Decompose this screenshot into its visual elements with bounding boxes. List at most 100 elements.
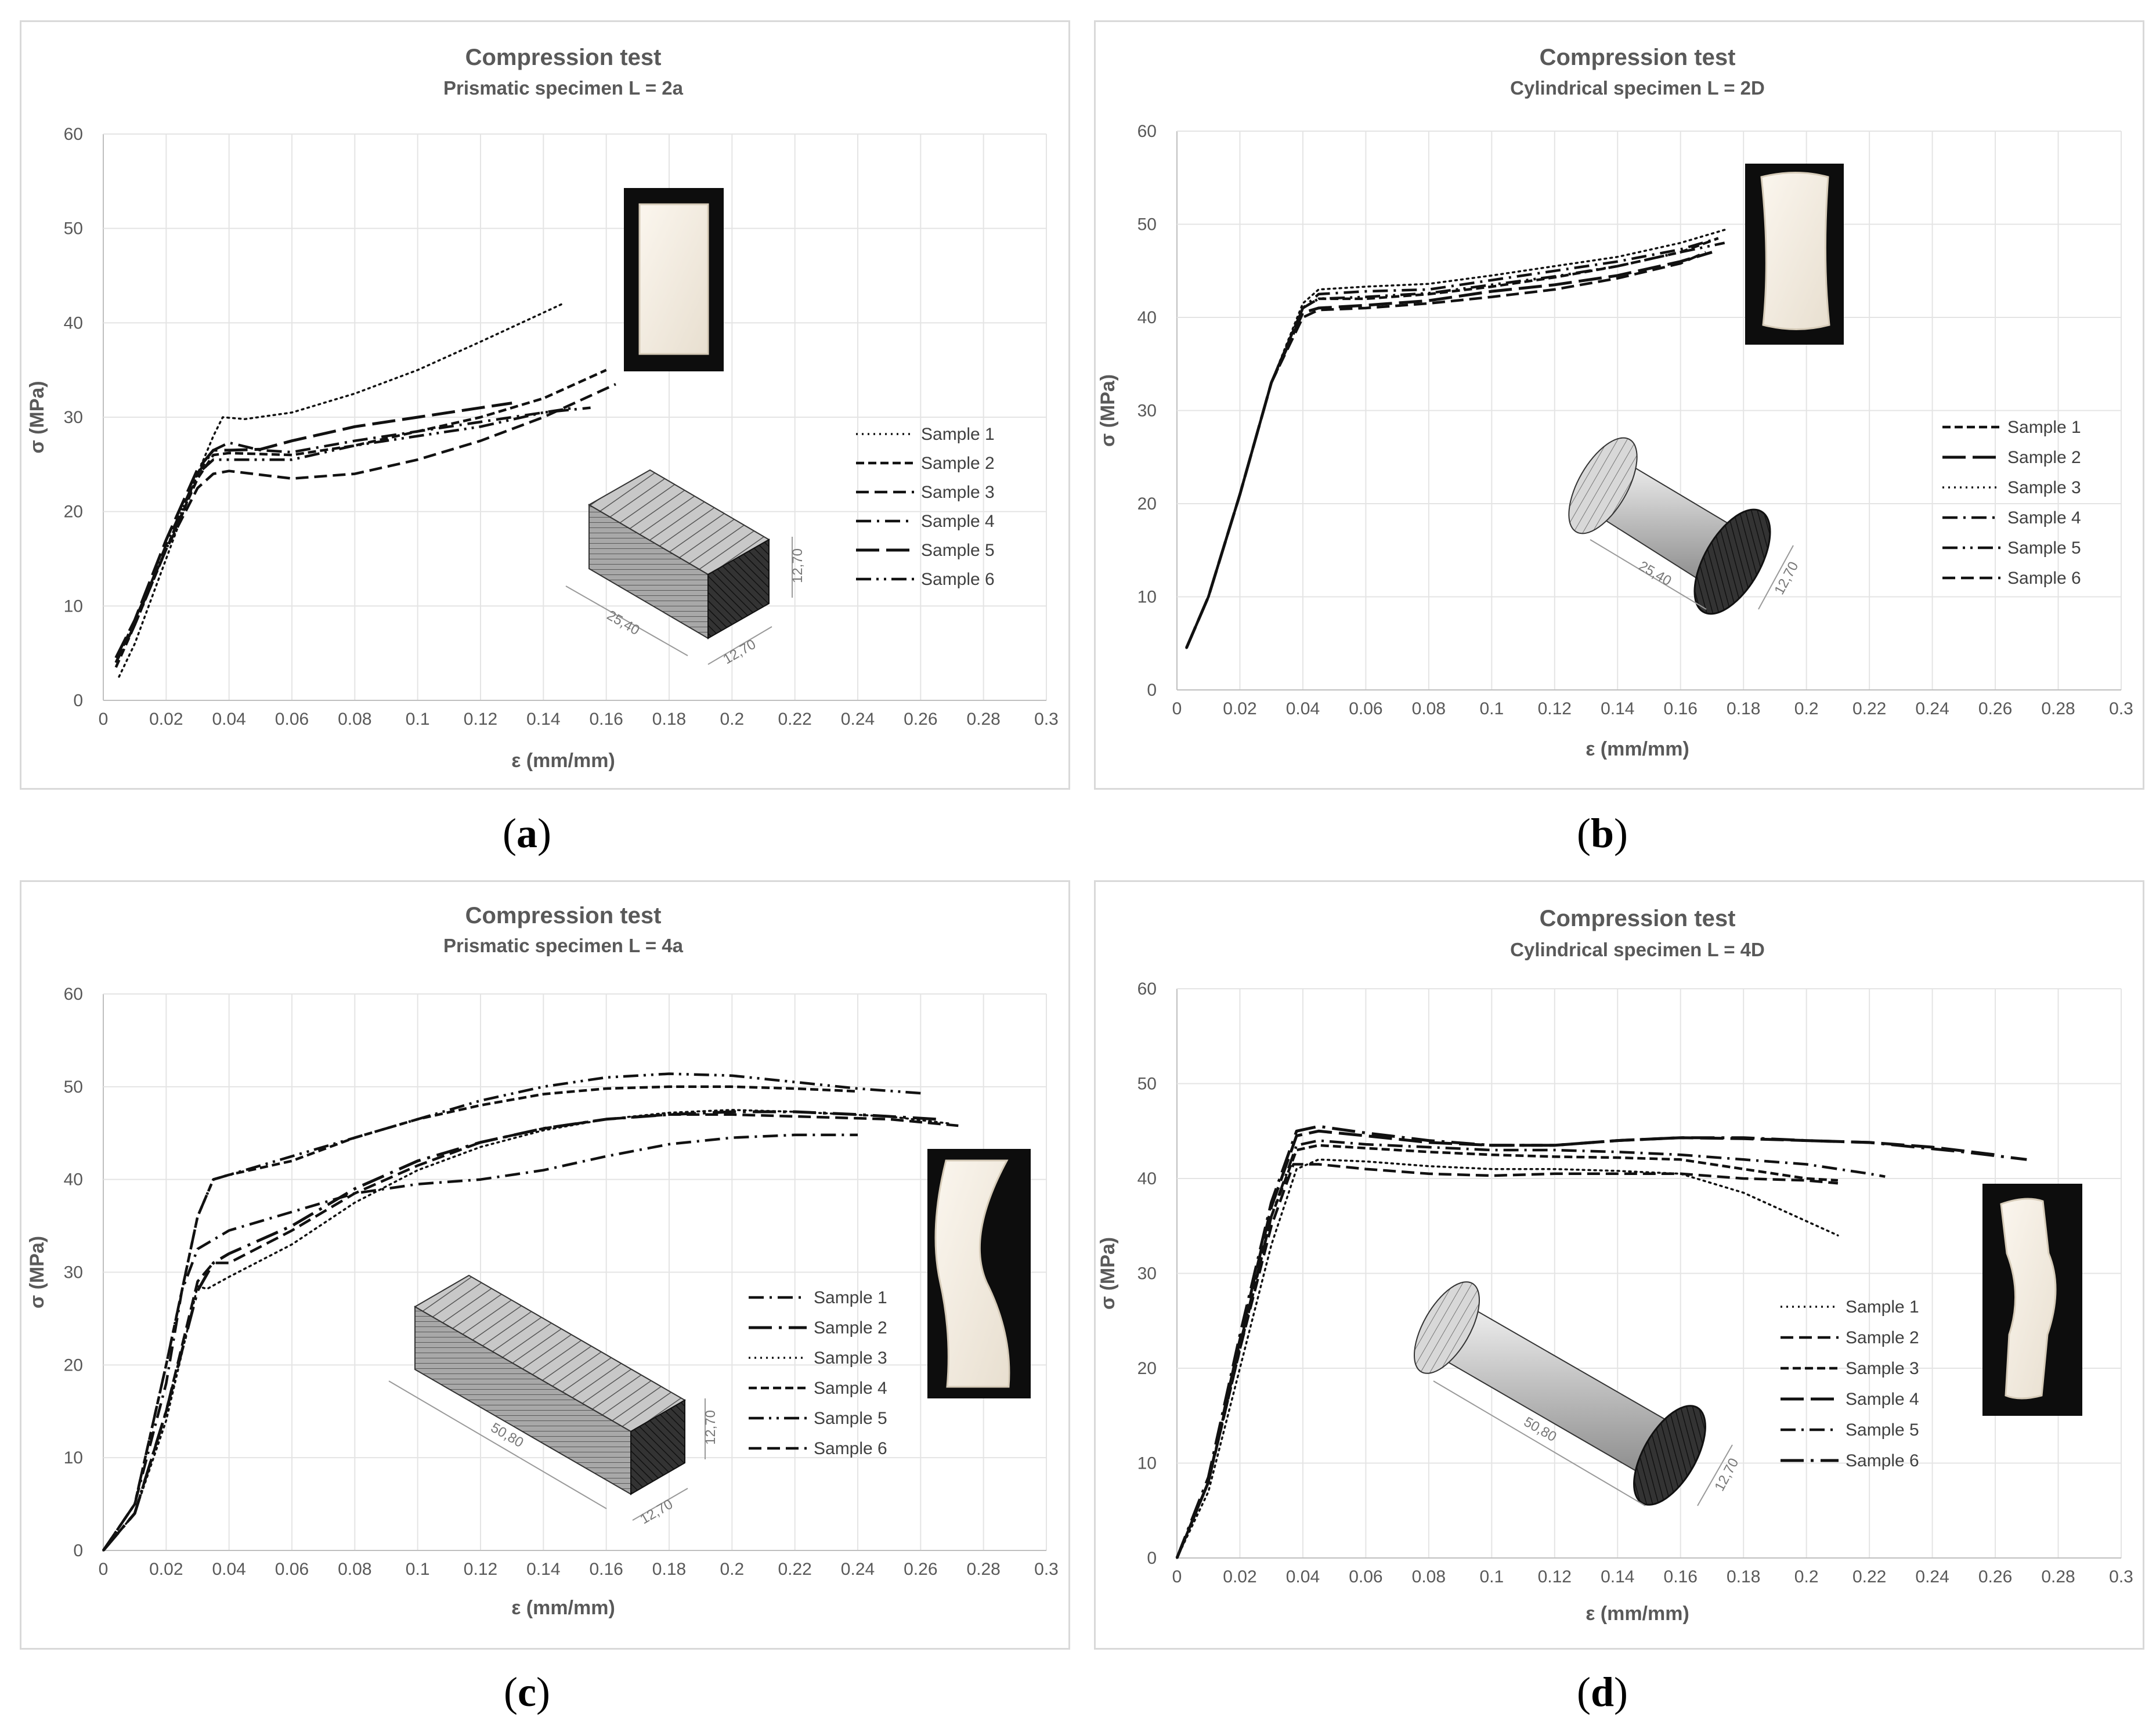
panel-b-letter: b <box>1590 810 1615 856</box>
x-axis-label: ε (mm/mm) <box>1586 1603 1689 1625</box>
y-tick-label: 60 <box>64 985 83 1004</box>
dimension-line <box>707 626 772 665</box>
y-tick-label: 20 <box>1137 1359 1157 1378</box>
x-tick-label: 0.3 <box>2109 699 2133 718</box>
x-tick-label: 0.2 <box>1794 1567 1819 1586</box>
panel-a-letter: a <box>517 810 537 856</box>
x-tick-label: 0.28 <box>2041 1567 2075 1586</box>
panel-c-caption: (c) <box>504 1669 550 1715</box>
legend-label-sample-1: Sample 1 <box>814 1288 887 1307</box>
x-tick-label: 0.18 <box>652 1560 686 1579</box>
series-line-sample-3 <box>114 383 616 663</box>
panel-c-letter: c <box>518 1669 536 1715</box>
chart-subtitle: Prismatic specimen L = 4a <box>443 935 684 956</box>
dimension-line <box>565 585 688 656</box>
legend-label-sample-6: Sample 6 <box>814 1439 887 1458</box>
x-tick-label: 0 <box>99 710 109 729</box>
legend-label-sample-3: Sample 3 <box>2007 478 2081 497</box>
y-tick-label: 0 <box>1147 1549 1157 1568</box>
x-tick-label: 0.04 <box>212 1560 245 1579</box>
y-axis-label: σ (MPa) <box>1097 1237 1119 1310</box>
y-tick-label: 0 <box>73 1541 83 1560</box>
x-tick-label: 0.14 <box>526 1560 560 1579</box>
chart-title: Compression test <box>1540 45 1736 70</box>
x-tick-label: 0.3 <box>2109 1567 2133 1586</box>
series-line-sample-5 <box>114 402 512 659</box>
series-line-sample-5 <box>1185 241 1725 649</box>
series-line-sample-2 <box>102 1110 937 1552</box>
x-tick-label: 0.26 <box>1978 699 2012 718</box>
x-tick-label: 0.02 <box>149 1560 183 1579</box>
chart-title: Compression test <box>1540 906 1736 931</box>
y-tick-label: 30 <box>64 1263 83 1282</box>
specimen-photo-d <box>1982 1184 2082 1416</box>
prism-end-face <box>630 1399 685 1495</box>
x-tick-label: 0.14 <box>526 710 560 729</box>
series-line-sample-1 <box>1176 1158 1839 1559</box>
specimen-body <box>934 1159 1010 1388</box>
y-tick-label: 60 <box>1137 122 1157 141</box>
x-tick-label: 0.08 <box>338 710 371 729</box>
legend-label-sample-4: Sample 4 <box>2007 508 2081 527</box>
specimen-photo-a <box>624 188 724 371</box>
legend-label-sample-3: Sample 3 <box>814 1349 887 1368</box>
x-tick-label: 0.22 <box>778 710 811 729</box>
dimension-label-length: 25,40 <box>604 608 642 638</box>
x-tick-label: 0.14 <box>1601 699 1634 718</box>
x-tick-label: 0 <box>1172 699 1182 718</box>
dimension-line <box>1433 1380 1646 1506</box>
x-tick-label: 0.1 <box>1479 1567 1504 1586</box>
legend-label-sample-6: Sample 6 <box>1846 1451 1919 1470</box>
x-tick-label: 0.12 <box>1538 699 1572 718</box>
dimension-label-height: 12,70 <box>790 548 806 583</box>
cylinder-schematic-d <box>1414 1281 1733 1506</box>
y-tick-label: 50 <box>1137 215 1157 234</box>
cylinder-front-face <box>1633 1405 1706 1506</box>
panel-d-letter: d <box>1590 1669 1615 1715</box>
legend-label-sample-4: Sample 4 <box>921 512 995 531</box>
x-tick-label: 0.22 <box>1852 699 1886 718</box>
x-tick-label: 0.12 <box>464 710 497 729</box>
x-tick-label: 0.18 <box>1727 699 1760 718</box>
x-tick-label: 0.02 <box>1223 699 1256 718</box>
dimension-line <box>1758 545 1794 610</box>
x-tick-label: 0.22 <box>778 1560 811 1579</box>
x-tick-label: 0.06 <box>275 1560 309 1579</box>
dimension-label-diameter: 12,70 <box>1711 1456 1742 1494</box>
specimen-body <box>638 203 709 355</box>
x-tick-label: 0.18 <box>652 710 686 729</box>
panel-d-caption: (d) <box>1576 1669 1628 1715</box>
y-axis-label: σ (MPa) <box>1097 374 1119 447</box>
y-axis-label: σ (MPa) <box>26 381 48 453</box>
x-tick-label: 0.18 <box>1727 1567 1760 1586</box>
dimension-line <box>1697 1444 1733 1506</box>
x-tick-label: 0.1 <box>406 710 430 729</box>
y-tick-label: 10 <box>64 597 83 616</box>
x-tick-label: 0.24 <box>841 1560 875 1579</box>
y-tick-label: 20 <box>64 1355 83 1375</box>
x-tick-label: 0.22 <box>1852 1567 1886 1586</box>
series-line-sample-4 <box>1185 237 1719 649</box>
series-line-sample-6 <box>102 1113 959 1552</box>
legend-label-sample-5: Sample 5 <box>921 541 995 560</box>
panel-a-caption: (a) <box>503 810 551 856</box>
y-tick-label: 40 <box>1137 308 1157 327</box>
legend-label-sample-5: Sample 5 <box>814 1409 887 1428</box>
y-tick-label: 30 <box>1137 402 1157 421</box>
specimen-photo-c <box>927 1149 1031 1398</box>
y-tick-label: 60 <box>1137 979 1157 999</box>
specimen-body <box>1760 172 1830 330</box>
x-tick-label: 0.12 <box>464 1560 497 1579</box>
series-line-sample-6 <box>114 406 575 663</box>
legend-label-sample-2: Sample 2 <box>2007 448 2081 467</box>
legend-label-sample-1: Sample 1 <box>1846 1297 1919 1317</box>
panel-d-frame <box>1094 880 2144 1650</box>
legend-label-sample-1: Sample 1 <box>2007 418 2081 437</box>
x-tick-label: 0.24 <box>1915 699 1949 718</box>
x-tick-label: 0.02 <box>149 710 183 729</box>
panel-b-frame <box>1094 20 2144 790</box>
specimen-photo-b <box>1745 164 1844 345</box>
